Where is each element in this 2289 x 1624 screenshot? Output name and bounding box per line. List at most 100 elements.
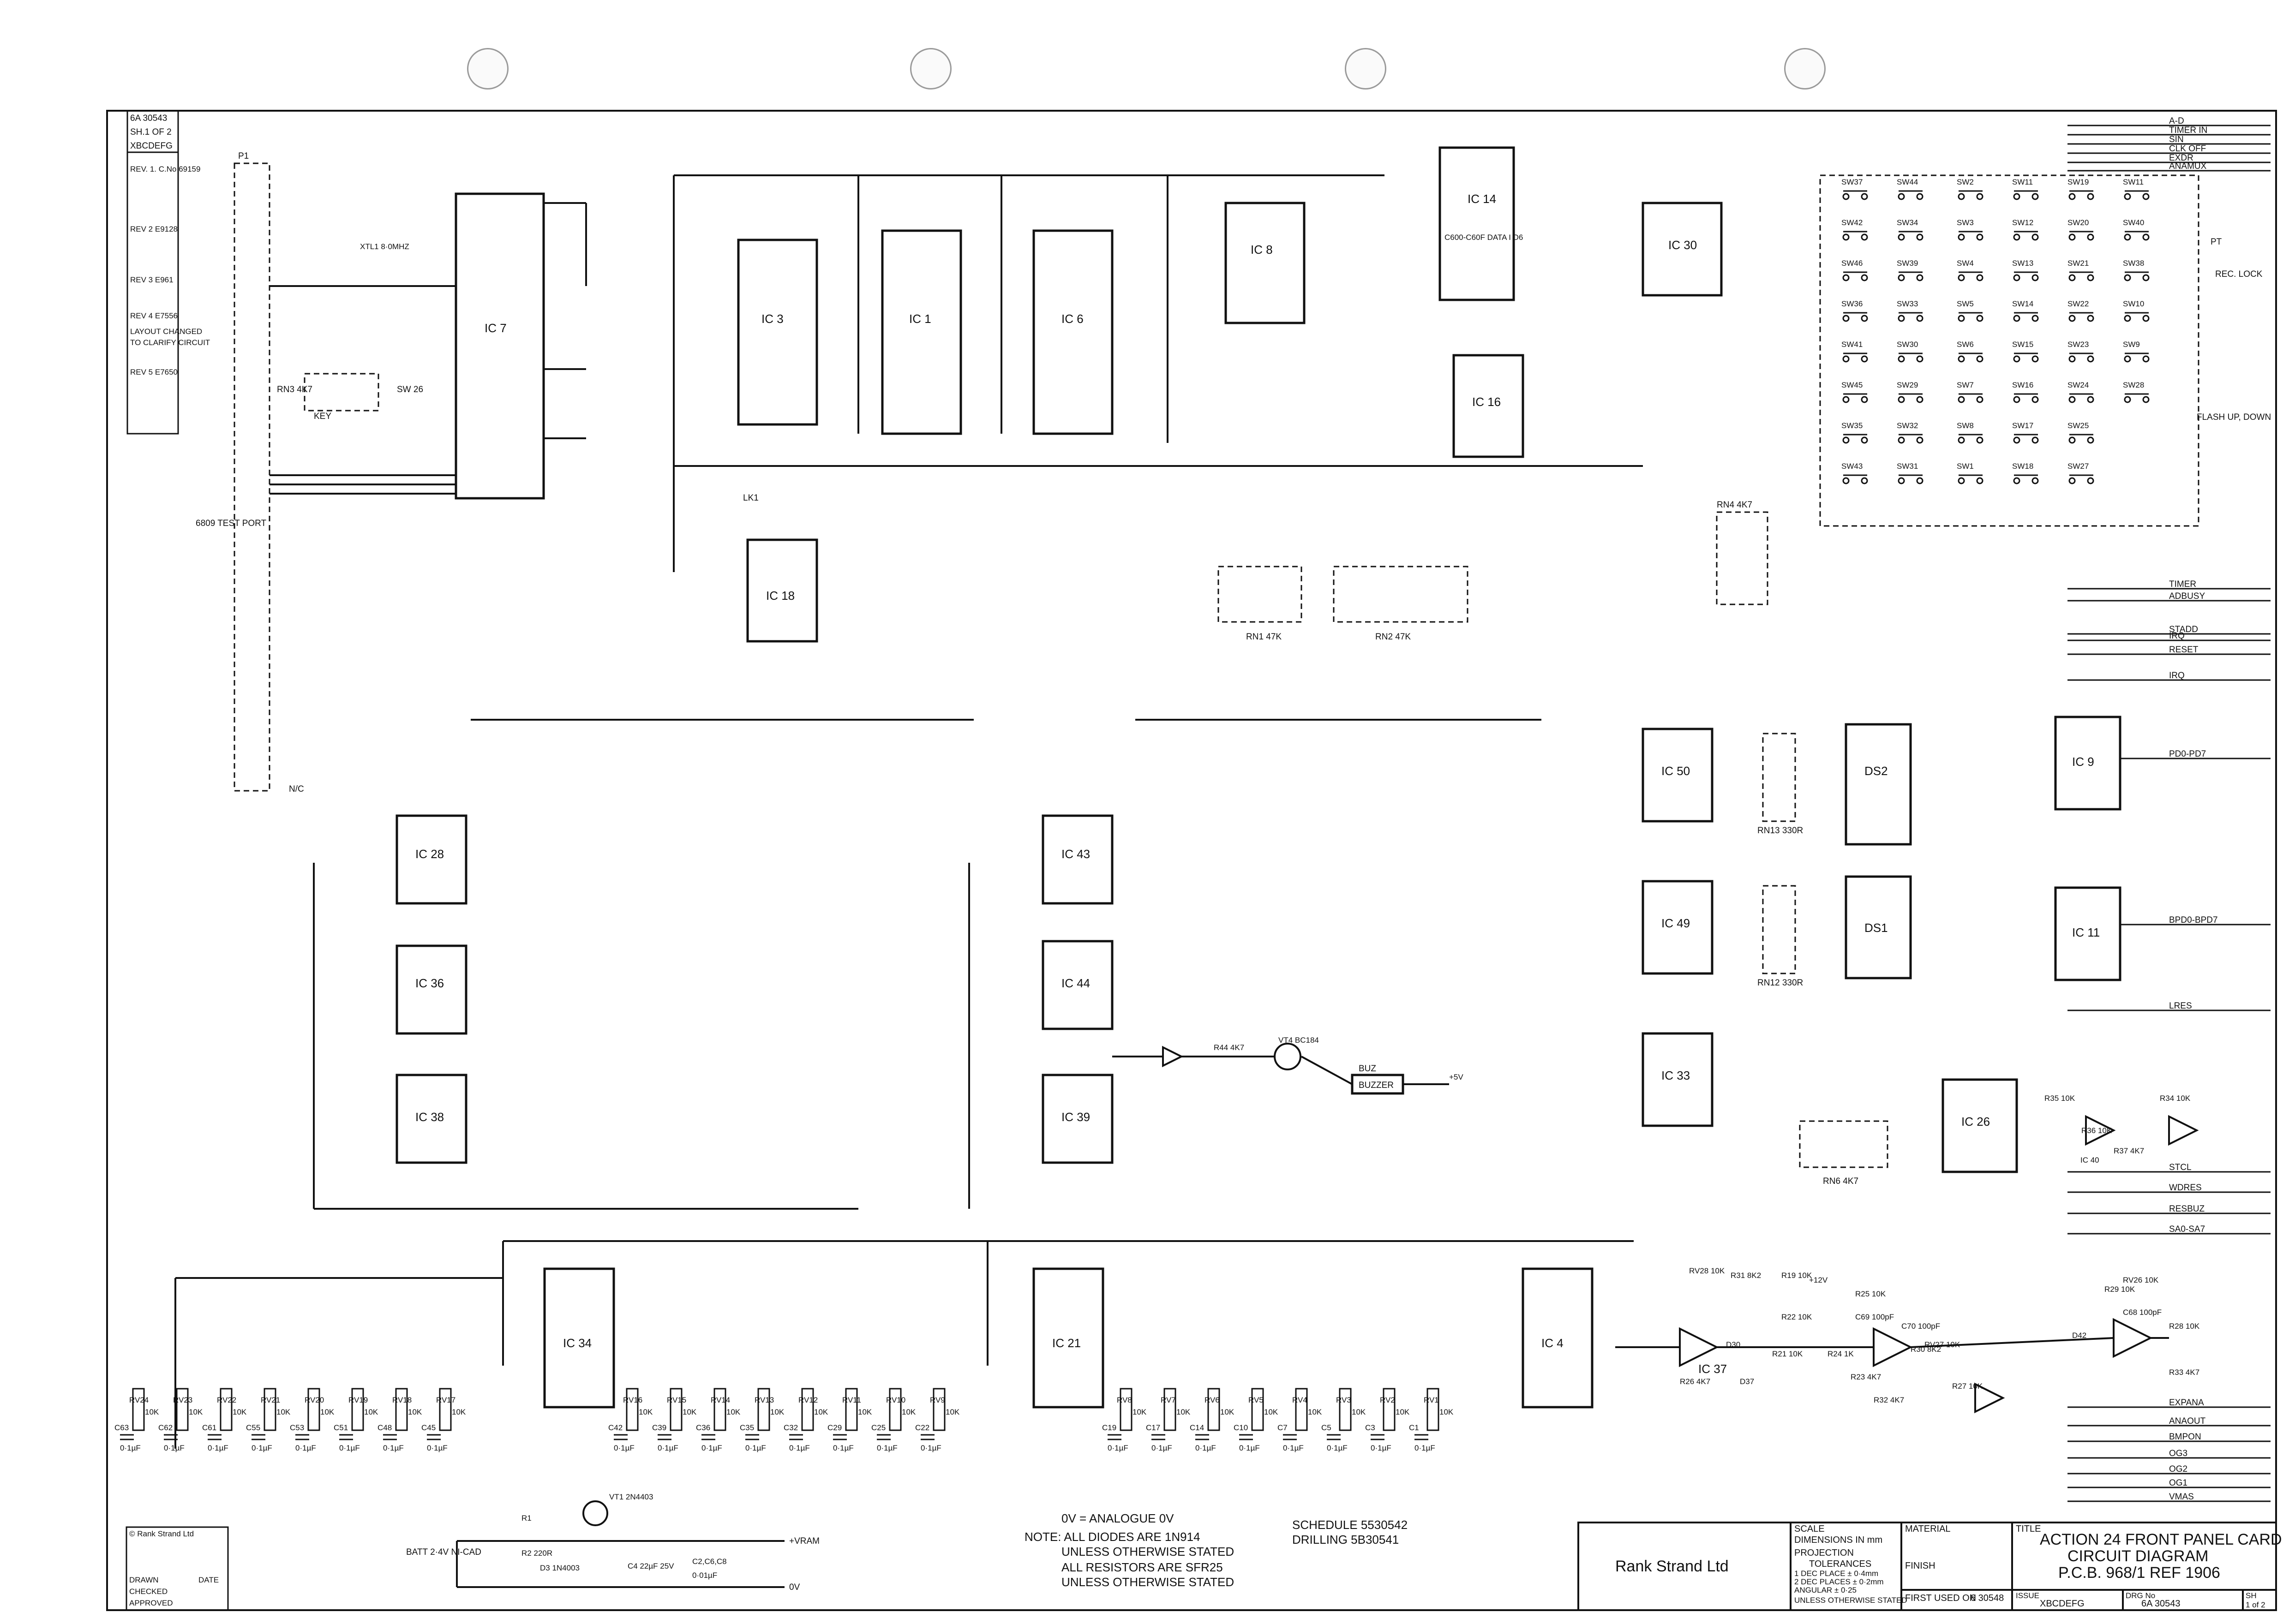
note-line: ALL RESISTORS ARE SFR25 [1061,1560,1223,1574]
switch-label: SW22 [2067,299,2089,308]
signal-label: STADD [2169,625,2198,634]
analog-component-label: RV28 10K [1689,1266,1725,1275]
switch-contact [1898,436,1905,444]
switch-label: SW36 [1841,299,1863,308]
sw26-label: SW 26 [397,385,423,394]
switch-label: SW11 [2012,178,2033,186]
title-line-1: ACTION 24 FRONT PANEL CARD [2040,1531,2282,1548]
switch-contact [1842,193,1850,200]
cap-value: 0·1µF [339,1444,360,1452]
signal-label: CLK OFF [2169,144,2206,154]
pot-value: 10K [639,1408,653,1416]
scale-label: SCALE [1794,1524,1825,1534]
potentiometer [1120,1388,1133,1431]
d3-label: D3 1N4003 [540,1564,580,1572]
pot-label: RV10 [886,1396,905,1404]
switch-contact [2087,233,2094,241]
switch-contact [1976,233,1983,241]
switch-label: SW14 [2012,299,2033,308]
pot-value: 10K [814,1408,828,1416]
switch-label: SW18 [2012,462,2033,471]
signal-label: RESBUZ [2169,1204,2205,1214]
switch-contact [1976,477,1983,484]
potentiometer [351,1388,364,1431]
vt1-label: VT1 2N4403 [609,1493,653,1501]
cap-label: C51 [334,1423,348,1432]
signal-label: OG3 [2169,1449,2187,1458]
switch-label: SW27 [2067,462,2089,471]
rec-lock-label: REC. LOCK [2215,269,2263,279]
rev-note: REV 4 E7556 [130,311,178,320]
pot-value: 10K [1264,1408,1278,1416]
potentiometer [307,1388,320,1431]
note-line: UNLESS OTHERWISE STATED [1061,1545,1234,1558]
switch-contact [1842,274,1850,281]
switch-contact [1898,233,1905,241]
switch-contact [1958,355,1965,363]
analog-component-label: D42 [2072,1331,2086,1340]
switch-label: SW25 [2067,421,2089,430]
potentiometer [439,1388,452,1431]
pot-label: RV24 [129,1396,149,1404]
potentiometer [395,1388,408,1431]
switch-contact [2124,315,2131,322]
ds1-label: DS1 [1864,921,1888,935]
signal-label: A-D [2169,116,2184,126]
cap-label: C14 [1190,1423,1204,1432]
potentiometer [264,1388,276,1431]
switch-label: SW1 [1957,462,1974,471]
switch-contact [2124,233,2131,241]
switch-contact [2142,355,2150,363]
analog-mux: IC 34 IC 21 IC 4 RV2410KC630·1µFRV2310KC… [114,1240,1634,1452]
potentiometer [1163,1388,1176,1431]
switch-contact [2068,315,2076,322]
key-label: KEY [314,412,331,421]
analog-component-label: C69 100pF [1855,1313,1894,1321]
tolerance-line: ANGULAR ± 0·25 [1794,1586,1857,1594]
pot-label: RV12 [798,1396,818,1404]
issue-header: ISSUE [2016,1591,2039,1600]
vt4-label: VT4 BC184 [1278,1036,1319,1045]
switch-contact [2013,274,2020,281]
rn-label: RN1 47K [1246,632,1282,642]
cap-label: C19 [1102,1423,1116,1432]
pot-value: 10K [276,1408,291,1416]
cap-label: C62 [158,1423,173,1432]
finish-label: FINISH [1905,1561,1935,1571]
pot-label: RV15 [667,1396,686,1404]
switch-contact [1916,274,1923,281]
analog-component-label: R27 10K [1952,1382,1983,1391]
cap-label: C35 [740,1423,754,1432]
pot-value: 10K [364,1408,378,1416]
pot-value: 10K [770,1408,785,1416]
switch-label: SW20 [2067,218,2089,227]
switch-label: SW46 [1841,259,1863,268]
signal-label: WDRES [2169,1183,2202,1193]
ic-label: IC 1 [909,312,931,326]
xtal-label: XTL1 8·0MHZ [360,242,409,251]
switch-label: SW23 [2067,340,2089,349]
rn-label: RN3 4K7 [277,385,312,394]
switch-contact [1916,396,1923,403]
potentiometer [757,1388,770,1431]
potentiometer [1207,1388,1220,1431]
switch-contact [1958,274,1965,281]
ic-label: IC 7 [485,321,507,335]
pot-value: 10K [1396,1408,1410,1416]
switch-contact [1916,477,1923,484]
title-line-3: P.C.B. 968/1 REF 1906 [2058,1564,2220,1582]
battery-circuit: BATT 2·4V NI-CAD R1 R2 220R D3 1N4003 C4… [406,1493,820,1592]
material-label: MATERIAL [1905,1524,1951,1534]
potentiometer [889,1388,902,1431]
analog-component-label: C68 100pF [2123,1308,2162,1317]
dac-label: R37 4K7 [2114,1146,2144,1155]
switch-contact [2087,193,2094,200]
dac-label: R36 10K [2081,1126,2112,1135]
signal-label: EXPANA [2169,1398,2204,1408]
signal-label: EXDR [2169,153,2193,163]
connector-p1: P1 6809 TEST PORT N/C KEY [196,151,331,794]
pot-value: 10K [320,1408,335,1416]
cap-label: C29 [827,1423,842,1432]
